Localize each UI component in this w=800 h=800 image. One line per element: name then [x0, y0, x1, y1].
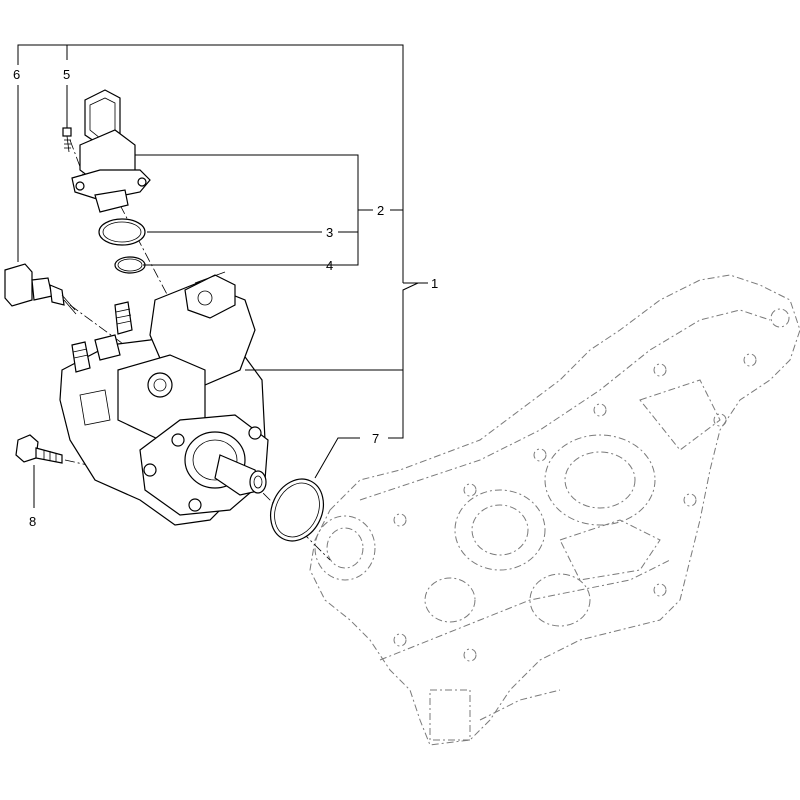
callout-6: 6 — [13, 67, 20, 82]
callout-7: 7 — [372, 431, 379, 446]
high-pressure-pump-part — [59, 271, 269, 526]
callout-8: 8 — [29, 514, 36, 529]
engine-housing-outline — [309, 274, 800, 746]
temperature-sensor-part — [4, 263, 77, 315]
mounting-bolt-part — [15, 434, 63, 464]
leader-lines — [17, 44, 428, 508]
callout-5: 5 — [63, 67, 70, 82]
callout-3: 3 — [326, 225, 333, 240]
metering-valve-part — [71, 89, 151, 213]
flange-seal-ring — [270, 478, 324, 542]
callout-1: 1 — [431, 276, 438, 291]
o-ring-large — [98, 218, 146, 246]
screw-part — [62, 127, 72, 153]
callout-labels: 1 2 3 4 5 6 7 8 — [13, 67, 438, 529]
callout-4: 4 — [326, 258, 333, 273]
callout-2: 2 — [377, 203, 384, 218]
o-ring-small — [114, 256, 146, 274]
